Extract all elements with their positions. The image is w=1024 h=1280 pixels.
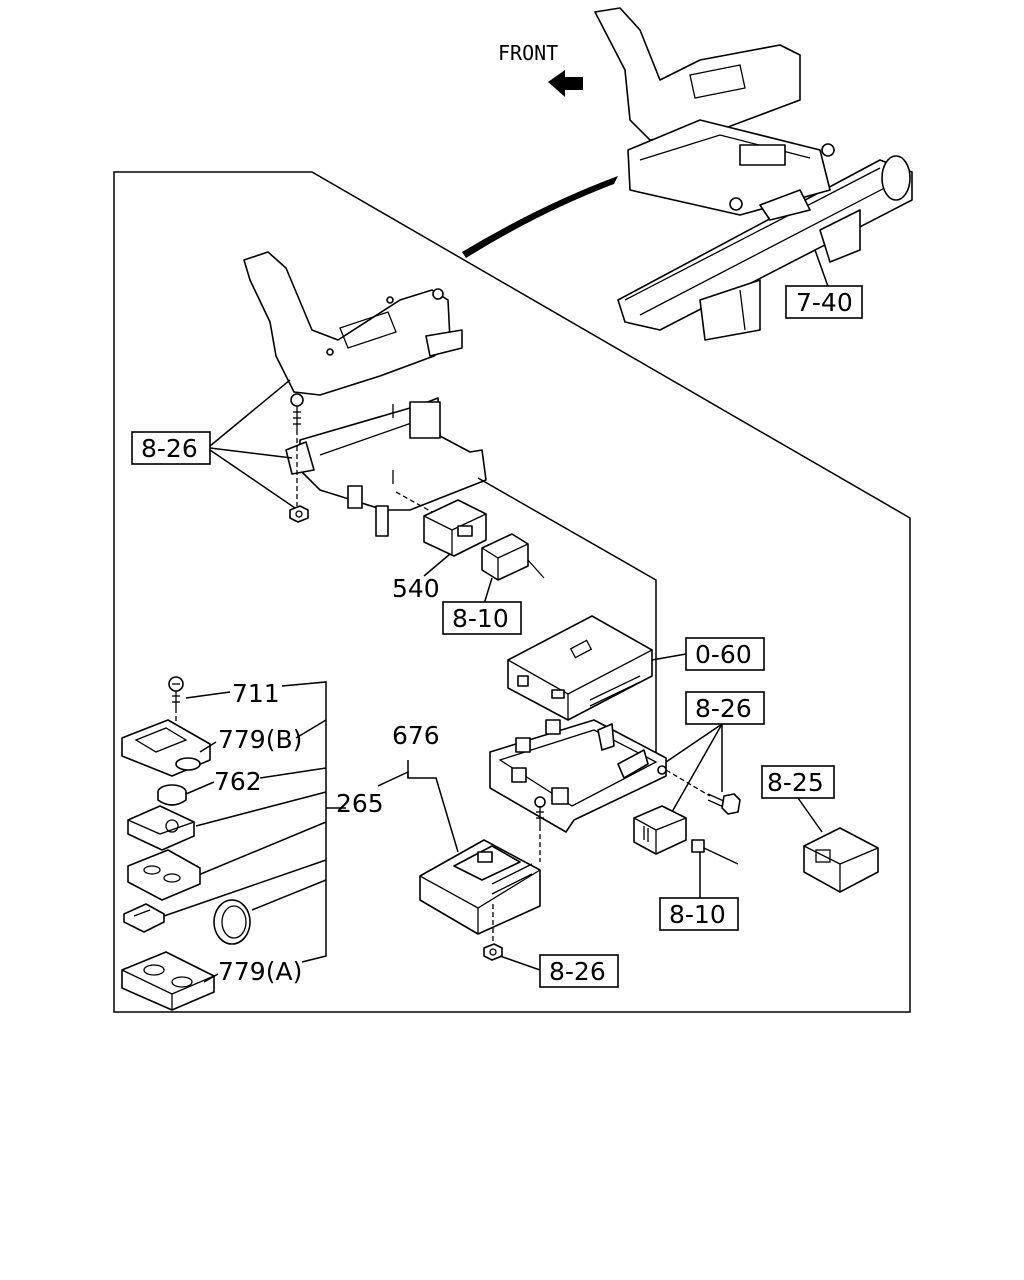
detail-panel-border <box>113 171 911 1013</box>
clip <box>123 903 165 933</box>
holder-676 <box>419 839 541 935</box>
callout-box-0-60 <box>685 637 765 671</box>
relay-8-10-bottom <box>633 805 739 865</box>
cover-779b <box>121 719 211 777</box>
leader-8-10-top <box>483 577 493 605</box>
callout-8-25: 8-25 <box>767 768 824 797</box>
nut-bottom-icon <box>483 943 503 961</box>
callout-540: 540 <box>392 574 440 603</box>
bolt-icon <box>290 393 304 430</box>
callout-box-8-10-top <box>442 601 522 635</box>
callout-8-26-left: 8-26 <box>141 434 198 463</box>
bolt-right-dash <box>665 769 711 797</box>
callout-8-10-top: 8-10 <box>452 604 509 633</box>
leader-265-d <box>163 859 327 917</box>
callout-box-8-26-right <box>685 691 765 725</box>
callout-box-7-40 <box>785 285 863 319</box>
nut-icon <box>289 505 309 523</box>
detail-leader-arrow <box>462 176 618 258</box>
screw-icon <box>534 796 546 826</box>
leader-8-26-b <box>209 447 293 459</box>
lower-bracket <box>285 397 487 537</box>
mounting-plate <box>489 719 667 833</box>
control-unit <box>507 615 653 721</box>
callout-779a: 779(A) <box>218 957 302 986</box>
tray <box>127 849 201 901</box>
leader-0-60 <box>651 653 687 661</box>
leader-676-a <box>377 770 459 853</box>
callout-box-8-26-bottom <box>539 954 619 988</box>
leader-265-e <box>251 879 327 911</box>
cap-762 <box>157 784 187 806</box>
leader-779a <box>203 973 219 983</box>
leader-762 <box>185 781 215 795</box>
vehicle-assembly-overview <box>594 7 913 341</box>
relay-8-10-top <box>481 533 545 581</box>
o-ring <box>213 899 251 945</box>
screw-711-icon <box>168 676 184 708</box>
callout-779b: 779(B) <box>218 725 302 754</box>
relay-540-dash <box>395 491 433 513</box>
leader-779b-group <box>295 719 327 739</box>
callout-676: 676 <box>392 721 440 750</box>
connector-line <box>477 477 657 758</box>
leader-8-26-bottom <box>499 955 541 971</box>
callout-8-26-bottom: 8-26 <box>549 957 606 986</box>
leader-779b <box>199 741 217 753</box>
callout-7-40: 7-40 <box>796 288 853 317</box>
leader-8-26-f <box>671 723 723 813</box>
callout-762: 762 <box>214 767 262 796</box>
leader-762-group <box>259 767 327 779</box>
front-label: FRONT <box>498 41 558 65</box>
leader-8-25 <box>797 797 823 833</box>
key-holder <box>127 805 195 851</box>
callout-0-60: 0-60 <box>695 640 752 669</box>
front-arrow-icon <box>548 70 583 97</box>
callout-265: 265 <box>336 789 384 818</box>
callout-box-8-10-bottom <box>659 897 739 931</box>
callout-8-10-bottom: 8-10 <box>669 900 726 929</box>
callout-box-8-25 <box>761 765 835 799</box>
leader-8-26-c <box>209 449 296 509</box>
base-779a <box>121 951 215 1011</box>
relay-540 <box>423 499 487 557</box>
callout-8-26-right: 8-26 <box>695 694 752 723</box>
group-bracket-265 <box>281 681 327 963</box>
leader-711 <box>185 691 231 699</box>
callout-711: 711 <box>232 679 280 708</box>
leader-265-c <box>195 821 327 877</box>
upper-bracket <box>243 251 463 396</box>
leader-8-26-a <box>209 379 291 447</box>
leader-8-26-d <box>665 723 723 763</box>
bolt-right-icon <box>707 793 741 815</box>
leader-265-a <box>195 791 327 827</box>
leader-540 <box>423 553 451 577</box>
relay-8-25 <box>803 827 879 893</box>
